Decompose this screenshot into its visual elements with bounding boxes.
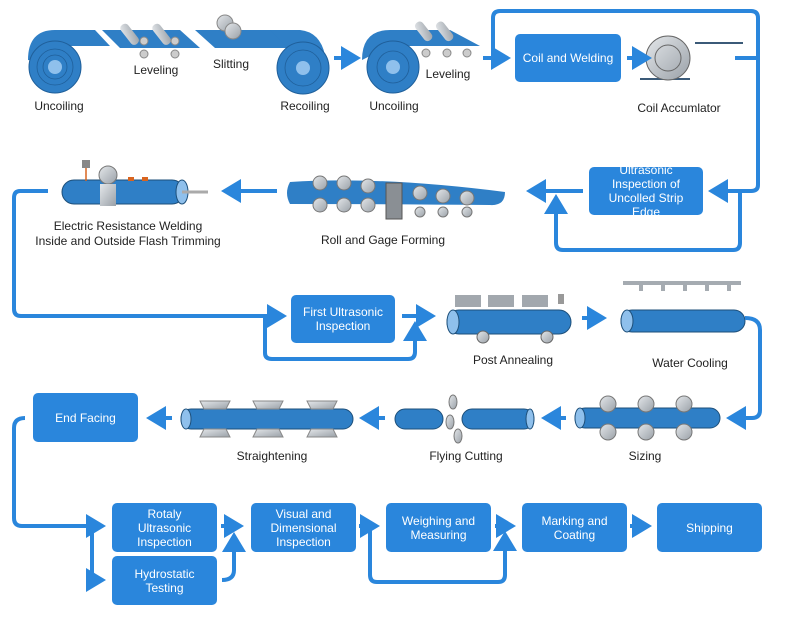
straightening-illustration (180, 400, 354, 438)
loop-first-ultrasonic-bypass (263, 316, 427, 361)
visual-dimensional-box[interactable]: Visual and Dimensional Inspection (251, 503, 356, 552)
rotaly-ultrasonic-label: Rotaly Ultrasonic Inspection (137, 506, 192, 549)
marking-coating-box[interactable]: Marking and Coating (522, 503, 627, 552)
first-ultrasonic-label: First Ultrasonic Inspection (302, 305, 383, 333)
loop-strip-edge-bypass (544, 191, 742, 252)
end-facing-label: End Facing (55, 410, 116, 425)
flying-cutting-illustration (394, 394, 535, 444)
flying-cutting-label: Flying Cutting (429, 449, 503, 463)
marking-coating-label: Marking and Coating (541, 513, 608, 542)
weighing-measuring-box[interactable]: Weighing and Measuring (386, 503, 491, 552)
first-ultrasonic-box[interactable]: First Ultrasonic Inspection (291, 295, 395, 343)
loop-top-bypass (491, 9, 760, 58)
uncoiling-1-illustration (28, 30, 110, 94)
leveling-1-illustration (102, 23, 200, 59)
leveling-1-label: Leveling (133, 63, 179, 77)
line-hydrostatic-to-visual (221, 532, 246, 582)
shipping-label: Shipping (686, 520, 733, 535)
line-end-facing-to-rotaly (12, 416, 106, 538)
roll-gage-forming-illustration (287, 175, 505, 220)
ultrasonic-strip-edge-box[interactable]: Ultrasonic Inspection of Uncolled Strip … (589, 163, 703, 219)
line-cooling-to-sizing (726, 316, 762, 430)
loop-weighing-bypass (368, 526, 517, 584)
line-accumulator-out (708, 56, 760, 203)
hydrostatic-label: Hydrostatic Testing (134, 566, 195, 595)
leveling-2-label: Leveling (425, 67, 471, 81)
coil-accumulator-illustration (640, 35, 743, 81)
erw-label: Electric Resistance Welding Inside and O… (35, 219, 221, 248)
straightening-label: Straightening (236, 449, 308, 463)
slitting-label: Slitting (212, 57, 250, 71)
coil-welding-box[interactable]: Coil and Welding (515, 34, 621, 82)
post-annealing-label: Post Annealing (472, 353, 554, 367)
line-erw-to-first-ultrasonic (12, 189, 287, 328)
coil-welding-label: Coil and Welding (522, 51, 614, 65)
water-cooling-illustration (620, 281, 746, 333)
post-annealing-illustration (446, 294, 572, 344)
hydrostatic-box[interactable]: Hydrostatic Testing (112, 556, 217, 605)
roll-gage-forming-label: Roll and Gage Forming (320, 233, 446, 247)
branch-to-hydrostatic (86, 526, 106, 592)
leveling-2-illustration (414, 21, 472, 58)
ultrasonic-strip-edge-label: Ultrasonic Inspection of Uncolled Strip … (608, 163, 684, 219)
uncoiling-2-label: Uncoiling (369, 99, 419, 113)
shipping-box[interactable]: Shipping (657, 503, 762, 552)
weighing-measuring-label: Weighing and Measuring (401, 513, 476, 542)
coil-accumulator-label: Coil Accumlator (637, 101, 721, 115)
sizing-illustration (574, 395, 721, 441)
uncoiling-1-label: Uncoiling (34, 99, 84, 113)
sizing-label: Sizing (628, 449, 662, 463)
erw-illustration (61, 160, 208, 206)
visual-dimensional-label: Visual and Dimensional Inspection (270, 506, 337, 549)
water-cooling-label: Water Cooling (652, 356, 728, 370)
end-facing-box[interactable]: End Facing (33, 393, 138, 442)
uncoiling-2-illustration (362, 30, 480, 94)
recoiling-illustration (270, 30, 330, 95)
recoiling-label: Recoiling (280, 99, 330, 113)
rotaly-ultrasonic-box[interactable]: Rotaly Ultrasonic Inspection (112, 503, 217, 552)
